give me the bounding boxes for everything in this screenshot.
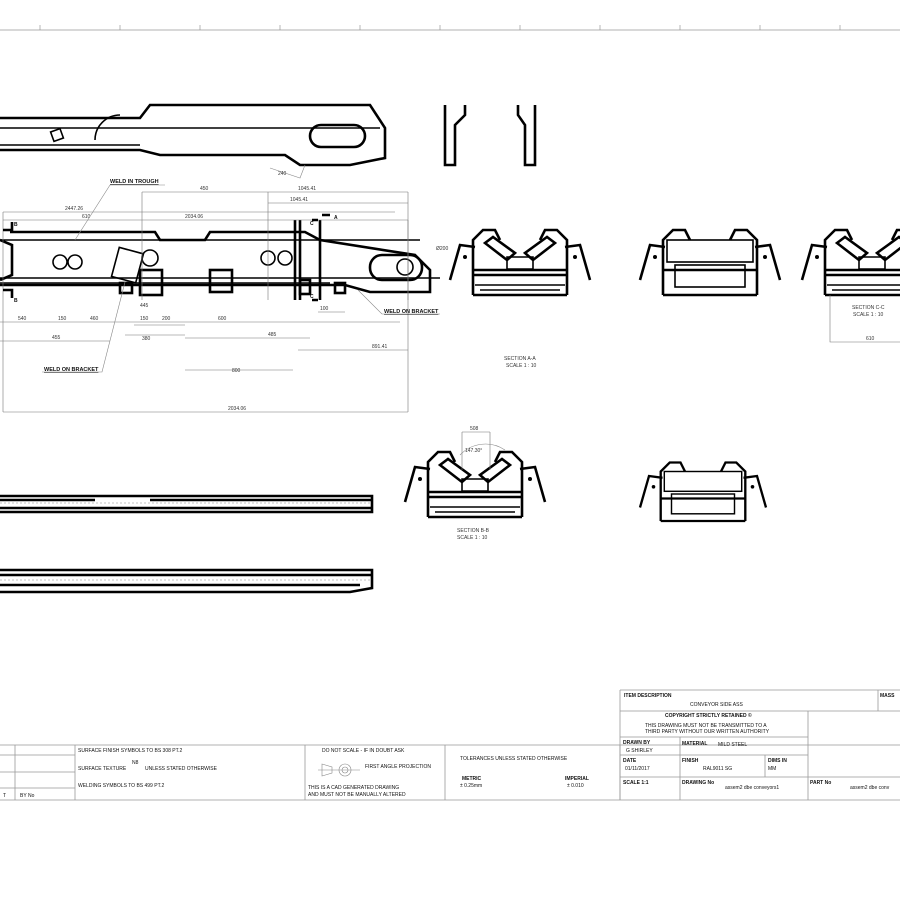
imperial-value: ± 0.010 [567,783,584,789]
dimension-text: 445 [140,303,149,309]
plan-view-upper [0,494,374,514]
dimension-text: 150 [58,316,67,322]
first-angle-projection-icon [318,763,360,777]
item-description-label: ITEM DESCRIPTION [624,693,672,699]
note-welding: WELDING SYMBOLS TO BS 499 PT.2 [78,783,164,789]
section-scale: SCALE 1 : 10 [457,535,488,541]
dimension-text: 147.30° [465,448,482,454]
scale-label: SCALE 1:1 [623,780,649,786]
material-value: MILD STEEL [718,742,747,748]
note-unless-stated: UNLESS STATED OTHERWISE [145,766,218,772]
dimension-text: 450 [200,186,209,192]
sheet-border [0,25,900,801]
weld-callouts: WELD IN TROUGH WELD ON BRACKET WELD ON B… [42,179,440,373]
section-marker-a: A [334,215,338,221]
note-surface-finish: SURFACE FINISH SYMBOLS TO BS 308 PT.2 [78,748,183,754]
dimension-text: 2447.26 [65,206,83,212]
title-block: ITEM DESCRIPTION CONVEYOR SIDE ASS MASS … [619,689,900,800]
dimension-text: 1045.41 [290,197,308,203]
dimension-text: 455 [52,335,61,341]
dimension-text: 800 [232,368,241,374]
copyright-notice: COPYRIGHT STRICTLY RETAINED © [665,712,752,719]
section-view-a-a: SECTION A-A SCALE 1 : 10 [448,228,592,369]
section-marker-c: C [310,294,314,300]
section-scale: SCALE 1 : 10 [506,363,537,369]
dimension-text: 600 [218,316,227,322]
date-label: DATE [623,758,637,764]
dims-label: DIMS IN [768,758,787,764]
drawing-no-label: DRAWING No [682,780,714,786]
end-views [443,105,537,167]
cad-note: THIS IS A CAD GENERATED DRAWING [308,785,399,791]
section-view-b-b: 508 147.30° SECTION B-B SCALE 1 : 10 [403,426,547,541]
dimension-text: 2034.06 [228,406,246,412]
metric-value: ± 0.25mm [460,783,482,789]
dimension-lines: 450 1045.41 1045.41 2447.26 610 2034.06 … [0,186,448,413]
note-surface-texture: SURFACE TEXTURE [78,766,127,772]
dimension-text: 540 [18,316,27,322]
section-markers: B B C C A [3,213,338,304]
dimension-text: 891.41 [372,344,388,350]
finish-label: FINISH [682,758,699,764]
weld-bracket-callout: WELD ON BRACKET [384,309,439,315]
part-no-value: assem2 dbe conv [850,785,890,791]
dimension-text: 100 [320,306,329,312]
item-description-value: CONVEYOR SIDE ASS [690,702,743,708]
top-elevation-view: 240 [0,103,387,179]
section-marker-b: B [14,222,18,228]
by-label: BY No [20,793,35,799]
dimension-text: 2034.06 [185,214,203,220]
dimension-text: 508 [470,426,479,432]
section-marker-c: C [310,221,314,227]
surface-symbol: N8 [132,760,139,766]
material-label: MATERIAL [682,741,707,747]
mass-label: MASS [880,693,895,699]
drawing-no-value: assem2 dbe conveyors1 [725,785,779,791]
section-marker-b: B [14,298,18,304]
dims-value: MM [768,766,776,772]
weld-bracket-callout: WELD ON BRACKET [44,367,99,373]
main-side-elevation [0,220,440,300]
tolerance-title: TOLERANCES UNLESS STATED OTHERWISE [460,756,568,762]
section-view-c-c: 610 SECTION C-C SCALE 1 : 10 [800,228,900,343]
section-view-box [638,228,782,297]
date-value: 01/11/2017 [625,766,650,772]
dimension-text: 240 [278,171,287,177]
rev-label: T [3,793,6,799]
plan-view-lower [0,568,374,594]
dimension-text: 610 [866,336,875,342]
dimension-text: Ø200 [436,246,448,252]
section-title: SECTION A-A [504,356,536,362]
notes-block: T BY No SURFACE FINISH SYMBOLS TO BS 308… [0,744,900,800]
copyright-note: THIS DRAWING MUST NOT BE TRANSMITTED TO … [645,723,767,729]
do-not-scale-note: DO NOT SCALE - IF IN DOUBT ASK [322,748,405,754]
dimension-text: 200 [162,316,171,322]
copyright-note: THIRD PARTY WITHOUT OUR WRITTEN AUTHORIT… [645,729,770,735]
dimension-text: 380 [142,336,151,342]
drawn-by-label: DRAWN BY [623,740,651,746]
imperial-label: IMPERIAL [565,776,589,782]
section-scale: SCALE 1 : 10 [853,312,884,318]
dimension-text: 460 [90,316,99,322]
dimension-text: 1045.41 [298,186,316,192]
metric-label: METRIC [462,776,482,782]
cad-note: AND MUST NOT BE MANUALLY ALTERED [308,792,406,798]
dimension-text: 150 [140,316,149,322]
section-view-end [638,461,768,523]
finish-value: RAL9011 SG [703,766,732,772]
dimension-text: 610 [82,214,91,220]
dimension-text: 485 [268,332,277,338]
drawn-by-value: G SHIRLEY [626,748,653,754]
section-title: SECTION B-B [457,528,490,534]
weld-trough-callout: WELD IN TROUGH [110,179,159,185]
section-title: SECTION C-C [852,305,885,311]
part-no-label: PART No [810,780,831,786]
projection-label: FIRST ANGLE PROJECTION [365,764,431,770]
